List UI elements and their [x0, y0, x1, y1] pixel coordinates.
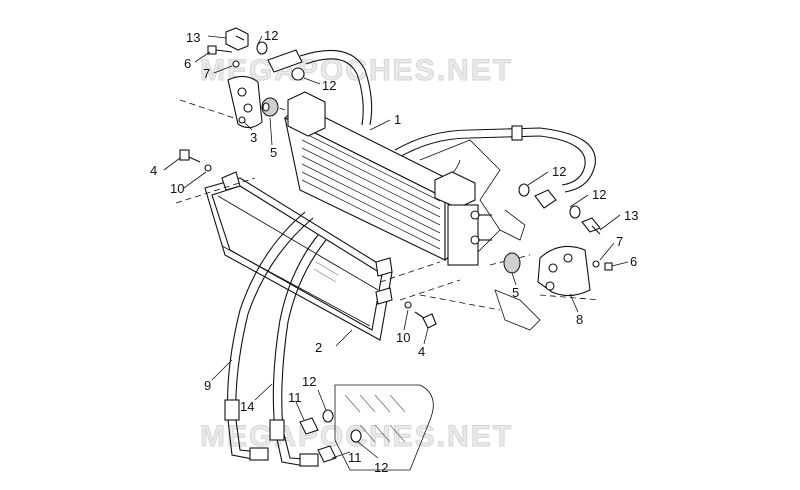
bracket-right — [537, 245, 591, 297]
callout-10-left: 10 — [170, 181, 184, 196]
hose-14 — [272, 234, 327, 467]
bolt-4-right — [414, 311, 437, 329]
callout-8: 8 — [576, 312, 583, 327]
callout-2: 2 — [315, 340, 322, 355]
callout-1: 1 — [394, 112, 401, 127]
banjo-fitting-right — [518, 183, 601, 235]
banjo-bolt-13-top — [225, 27, 249, 51]
bolt-right-6 — [604, 262, 613, 271]
callout-12-bottom-b: 12 — [374, 460, 388, 475]
callout-12-right-b: 12 — [592, 187, 606, 202]
bolt-left-6 — [207, 45, 233, 55]
rubber-mount-left-5 — [261, 97, 279, 117]
seal-washers-12-top — [256, 41, 305, 81]
washer-10-left — [204, 164, 212, 172]
callout-9: 9 — [204, 378, 211, 393]
callout-12-top: 12 — [264, 28, 278, 43]
bracket-left — [227, 75, 263, 129]
callout-5-left: 5 — [270, 145, 277, 160]
callout-5-right: 5 — [512, 285, 519, 300]
washer-left-7 — [232, 60, 240, 68]
seal-washers-12-bottom — [322, 409, 362, 443]
callout-numbers: 13 12 6 7 12 1 3 5 4 10 12 12 13 7 6 5 8… — [150, 28, 638, 475]
callout-13-right: 13 — [624, 208, 638, 223]
callout-11-b: 11 — [348, 450, 362, 465]
callout-12-mid: 12 — [322, 78, 336, 93]
callout-11-a: 11 — [288, 390, 302, 405]
hose-upper — [299, 49, 596, 193]
callout-4-left: 4 — [150, 163, 157, 178]
hose-fittings-lower — [224, 399, 319, 467]
engine-casing — [334, 384, 434, 471]
washer-10-right — [404, 301, 412, 309]
callout-7-left: 7 — [203, 66, 210, 81]
callout-3: 3 — [250, 130, 257, 145]
hose-clamp — [511, 125, 523, 141]
callout-7-right: 7 — [616, 234, 623, 249]
callout-14: 14 — [240, 399, 254, 414]
washer-right-7 — [592, 260, 600, 268]
callout-13-top: 13 — [186, 30, 200, 45]
bolt-4-left — [179, 149, 201, 163]
callout-6-right: 6 — [630, 254, 637, 269]
callout-12-bottom-a: 12 — [302, 374, 316, 389]
rubber-mount-right-5 — [503, 252, 521, 274]
callout-10-right: 10 — [396, 330, 410, 345]
oil-cooler-radiator — [284, 91, 492, 266]
banjo-bolts-11 — [299, 417, 337, 463]
callout-6-left: 6 — [184, 56, 191, 71]
callout-12-right-a: 12 — [552, 164, 566, 179]
callout-4-right: 4 — [418, 344, 425, 359]
leader-lines — [163, 35, 629, 459]
cooler-cover-plate — [204, 171, 393, 341]
